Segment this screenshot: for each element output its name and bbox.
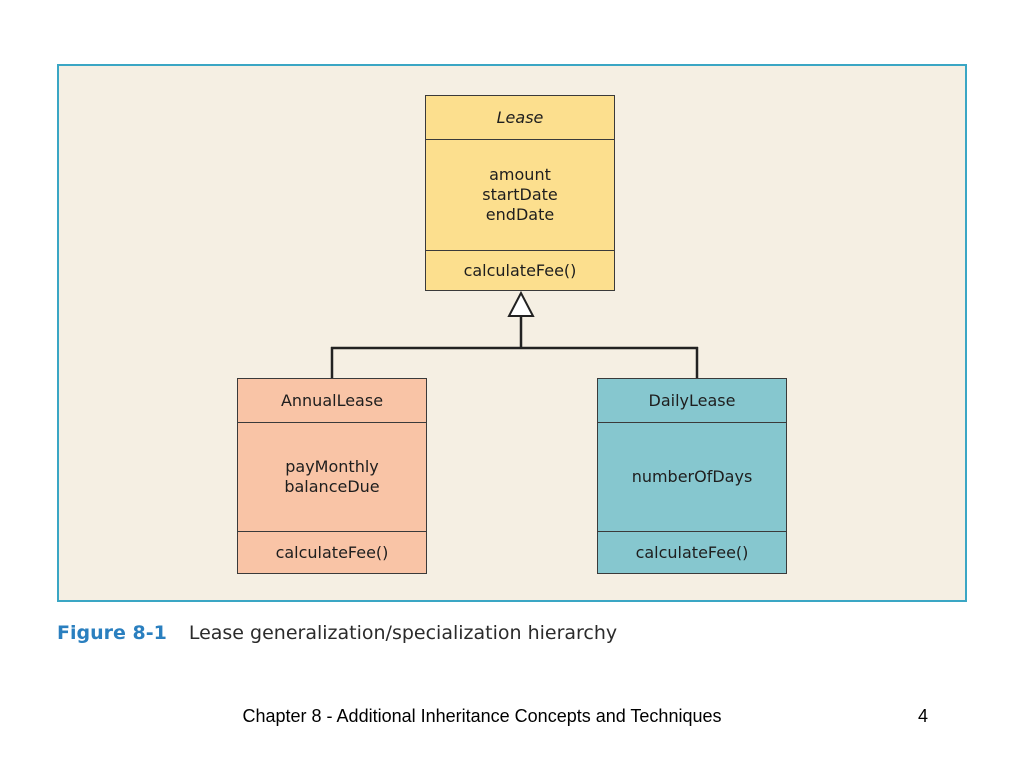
page-number: 4 (918, 706, 929, 726)
class-name: Lease (496, 107, 544, 127)
attribute: numberOfDays (631, 467, 753, 486)
figure-caption: Figure 8-1 Lease generalization/specializ… (57, 622, 617, 644)
class-name: DailyLease (648, 390, 736, 410)
class-lease: Lease amount startDate endDate calculate… (425, 95, 615, 291)
attribute: endDate (485, 205, 555, 224)
attribute: amount (489, 165, 551, 184)
attributes-section: numberOfDays (598, 422, 786, 531)
class-name-section: Lease (426, 96, 614, 139)
class-annual-lease: AnnualLease payMonthly balanceDue calcul… (237, 378, 427, 574)
class-daily-lease: DailyLease numberOfDays calculateFee() (597, 378, 787, 574)
method: calculateFee() (275, 542, 389, 562)
methods-section: calculateFee() (426, 250, 614, 290)
attributes-section: amount startDate endDate (426, 139, 614, 250)
footer-title: Chapter 8 - Additional Inheritance Conce… (242, 706, 722, 726)
attribute: balanceDue (284, 477, 380, 496)
attribute: payMonthly (285, 457, 379, 476)
class-name: AnnualLease (280, 390, 384, 410)
figure-label: Figure 8-1 (57, 622, 167, 644)
methods-section: calculateFee() (598, 531, 786, 573)
class-name-section: AnnualLease (238, 379, 426, 422)
figure-caption-text: Lease generalization/specialization hier… (188, 622, 618, 644)
attributes-section: payMonthly balanceDue (238, 422, 426, 531)
method: calculateFee() (463, 260, 577, 280)
attribute: startDate (482, 185, 558, 204)
class-name-section: DailyLease (598, 379, 786, 422)
methods-section: calculateFee() (238, 531, 426, 573)
method: calculateFee() (635, 542, 749, 562)
